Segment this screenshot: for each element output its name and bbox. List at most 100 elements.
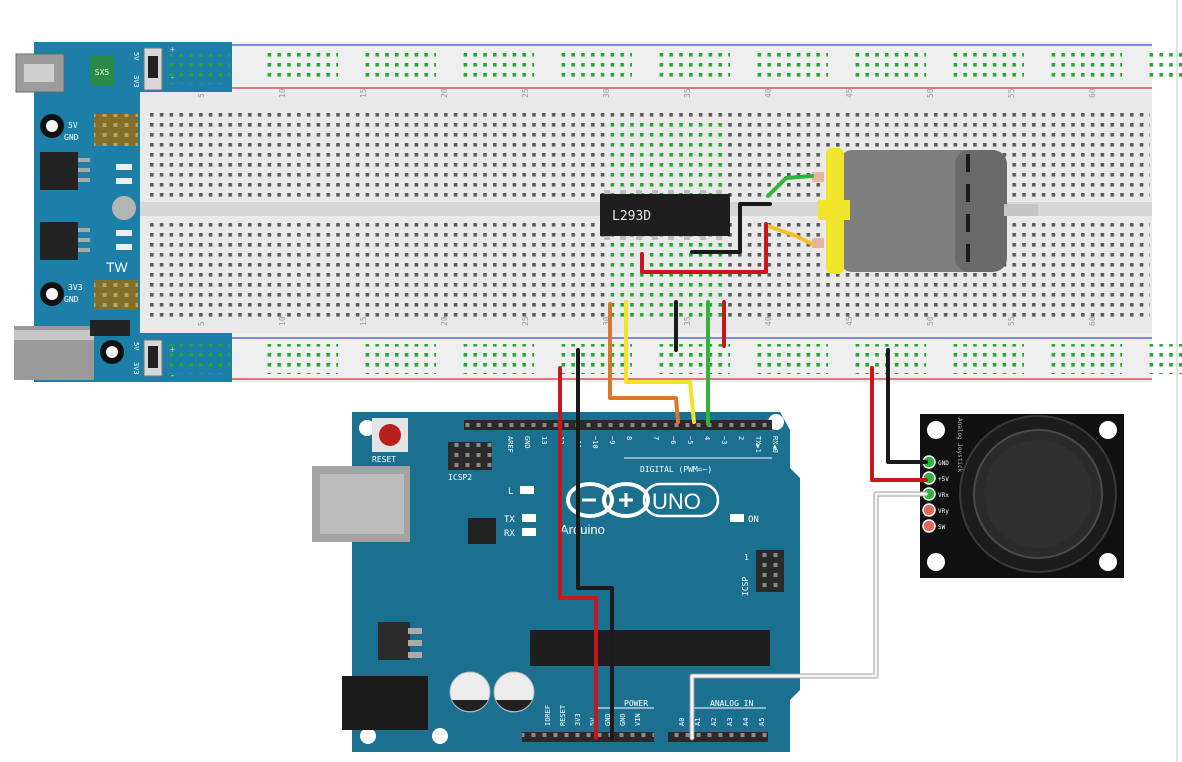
column-number: 5 [197,93,206,98]
rail-plus-bottom: + [170,345,175,354]
power-pin-label: IOREF [544,705,552,726]
analog-header [668,732,768,742]
rail-hole-group-bottom [556,344,632,374]
digital-pin-label: 2 [737,436,745,440]
rail-gnd-label: GND [64,133,79,142]
column-number: 60 [1088,316,1097,326]
sx5-chip [90,56,114,86]
icsp2-header [448,442,492,470]
led-on [730,514,744,522]
column-number: 25 [521,316,530,326]
rail-hole-group-top [1046,50,1122,80]
led-rx-label: RX [504,529,515,539]
rail-hole-group-top [262,50,338,80]
ic-pin [652,236,658,240]
rail-minus-bottom: - [170,371,175,380]
ic-pin [636,236,642,240]
ic-pin [604,190,610,194]
column-number: 20 [440,316,449,326]
joystick-pin-label: SW [938,524,946,531]
ic-pin [604,236,610,240]
digital-pin-label: GND [523,436,531,449]
digital-pin-label: ~6 [669,436,677,444]
analog-pin-label: A4 [742,718,750,726]
column-number: 20 [440,88,449,98]
digital-label: DIGITAL (PWM=~) [640,465,712,474]
rail-hole-group-top [1144,50,1182,80]
ic-pin [668,190,674,194]
analog-label: ANALOG IN [710,699,754,708]
power-label: POWER [624,699,648,708]
power-pin-label: VIN [634,713,642,726]
rail-hole-group-top [948,50,1024,80]
wire-orange-pin5 [608,302,680,424]
joystick-pin-label: GND [938,460,949,467]
joystick-pin-label: VRx [938,492,949,499]
joystick-title: Analog Joystick [956,418,963,473]
rail-hole-group-bottom [948,344,1024,374]
digital-pin-label: 8 [625,436,633,440]
column-number: 30 [602,316,611,326]
digital-pin-label: ~3 [720,436,728,444]
ic-pin [620,236,626,240]
icsp-pin1-label: 1 [744,553,749,562]
analog-pin-label: A0 [678,718,686,726]
ic-pin [700,190,706,194]
rail-hole-group-top [850,50,926,80]
rail-hole-group-bottom [654,344,730,374]
rail-gnd2-label: GND [64,295,79,304]
arduino-infinity-logo [566,482,650,518]
top-5v-label: 5V [132,52,140,61]
wire-yellow-motor [766,224,814,246]
column-number: 40 [764,316,773,326]
column-number: 45 [845,316,854,326]
rail-5v-label: 5V [68,121,78,130]
column-number: 55 [1007,88,1016,98]
led-l [520,486,534,494]
wire-black-gnd [576,348,614,740]
ic-pin [716,190,722,194]
bottom-5v-label: 5V [132,342,140,351]
column-number: 60 [1088,88,1097,98]
joystick-pin [922,519,936,533]
joystick-pin-label: VRy [938,508,949,515]
ic-pin [620,190,626,194]
rail-minus-top: - [170,73,175,82]
column-number: 45 [845,88,854,98]
l293d-driver-chip: L293D [600,190,730,240]
digital-pin-label: AREF [506,436,514,453]
rail-hole-group-bottom [262,344,338,374]
wire-black-joystick [886,348,928,464]
digital-header [464,420,772,430]
wires [558,174,929,741]
top-3v3-label: 3V3 [132,75,140,88]
rail-hole-group-bottom [1046,344,1122,374]
uno-label: UNO [652,489,701,514]
digital-pin-label: ~10 [591,436,599,449]
led-tx [522,514,536,522]
column-number: 5 [197,321,206,326]
ic-pin [684,190,690,194]
power-supply-module: SX5 5V 3V3 5V GND TW 3V3 GND [14,42,232,382]
analog-pin-label: A2 [710,718,718,726]
column-number: 15 [359,316,368,326]
power-pin-label: RESET [559,704,567,726]
rail-hole-groups [262,50,1182,374]
column-number: 10 [278,88,287,98]
wire-red-5v [558,366,598,740]
ic-pin [652,190,658,194]
l293d-label: L293D [612,209,651,224]
column-number: 35 [683,316,692,326]
digital-pin-label: 13 [540,436,548,444]
arduino-brand-label: Arduino [560,522,605,537]
digital-pin-label: RX◀0 [771,436,779,453]
icsp-label: ICSP [741,577,750,596]
digital-pin-label: 7 [652,436,660,440]
column-number: 15 [359,88,368,98]
digital-pin-label: ~5 [686,436,694,444]
ic-pin [684,236,690,240]
